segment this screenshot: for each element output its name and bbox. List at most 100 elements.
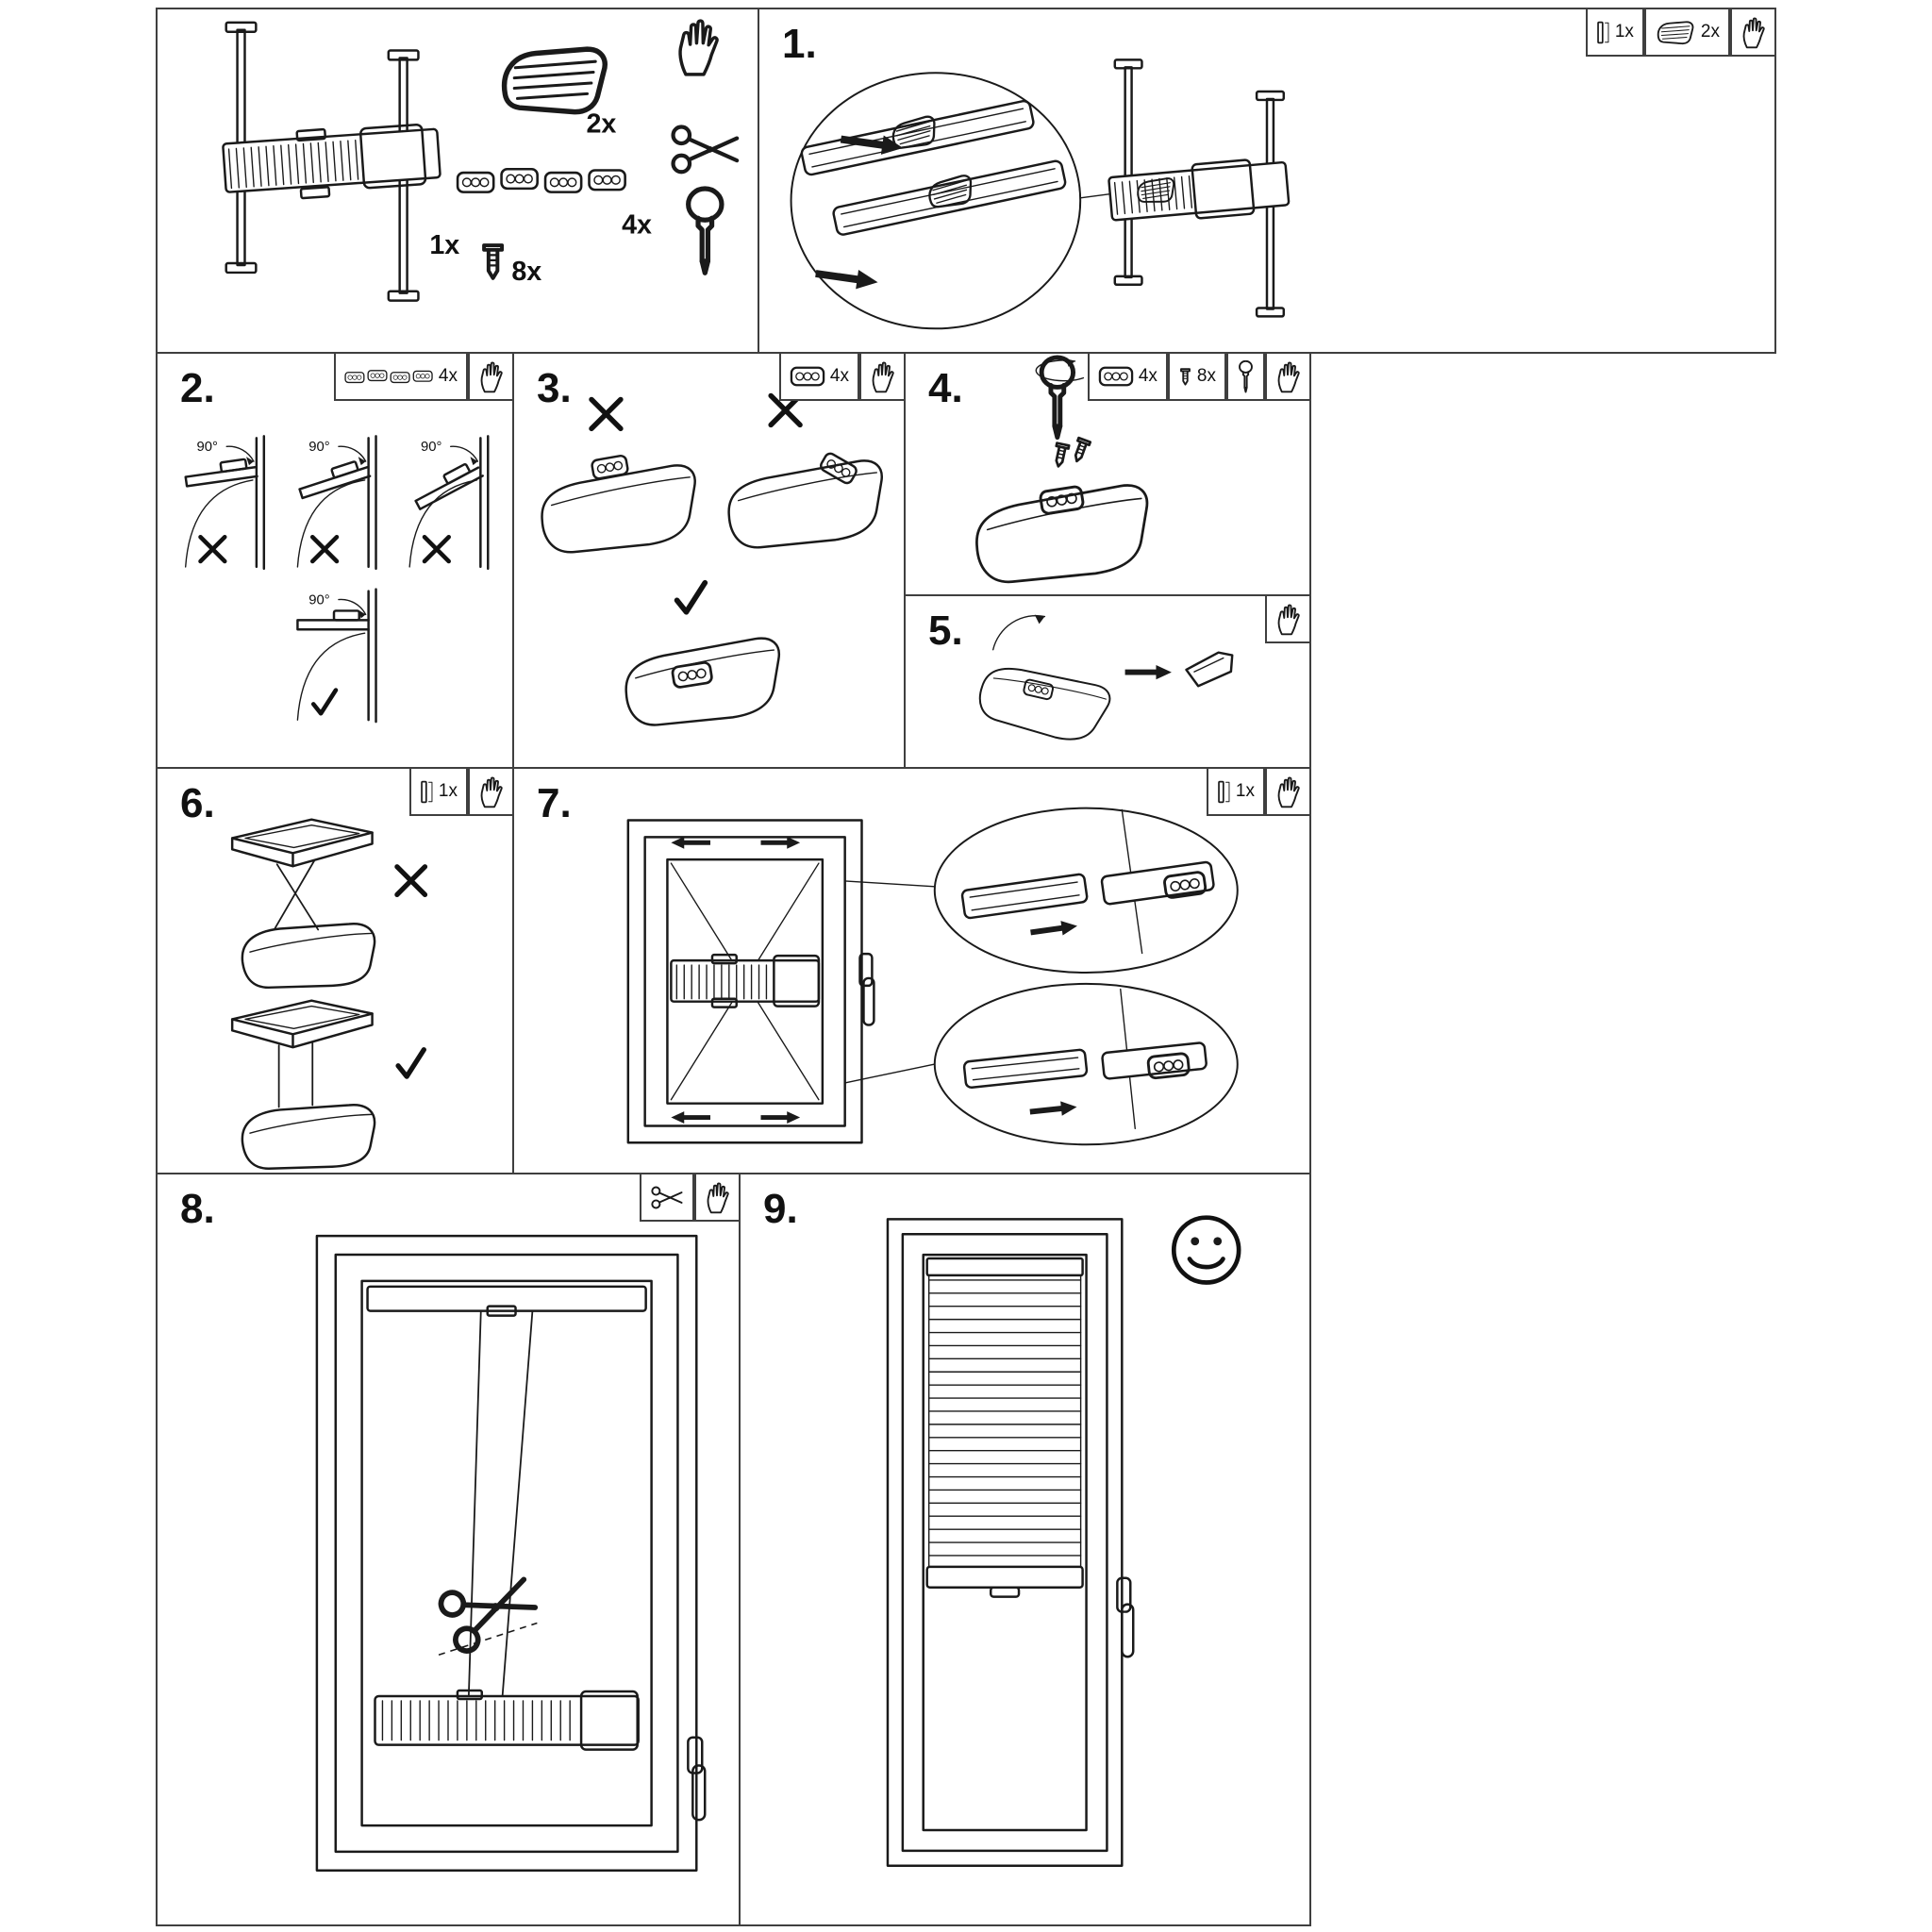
rotate-arrow bbox=[1035, 359, 1085, 382]
parts-overview-illustration: 1x 2x 4x 8x bbox=[222, 19, 758, 302]
step-number: 9. bbox=[763, 1186, 798, 1232]
step-materials: 4x bbox=[333, 352, 514, 401]
material-box bbox=[468, 352, 514, 401]
step-materials: 4x 8x bbox=[1087, 352, 1311, 401]
material-box bbox=[640, 1173, 694, 1222]
step-1-illustration bbox=[790, 58, 1291, 330]
step-8-panel: 8. bbox=[156, 1173, 741, 1926]
arrow-icon bbox=[671, 836, 710, 849]
qty-label: 4x bbox=[1138, 366, 1158, 386]
material-box bbox=[1226, 352, 1265, 401]
step-3-illustration bbox=[541, 354, 883, 726]
hand-icon bbox=[1277, 604, 1300, 635]
hand-icon bbox=[1277, 361, 1300, 392]
qty-label: 4x bbox=[438, 366, 458, 386]
end-cap bbox=[975, 484, 1149, 584]
material-box: 1x bbox=[1206, 767, 1265, 816]
clip-strip-icon bbox=[458, 169, 625, 192]
step-1-panel: 1. 1x 2x bbox=[758, 8, 1776, 354]
check-mark-icon bbox=[677, 583, 706, 612]
arrow-icon bbox=[760, 1111, 801, 1124]
clip-strip-icon bbox=[344, 369, 434, 384]
wrong-clip-position-2 bbox=[727, 450, 883, 549]
side-rail-icon bbox=[1597, 21, 1609, 43]
hand-icon bbox=[480, 776, 503, 808]
cut-line bbox=[438, 1622, 538, 1657]
step-number: 6. bbox=[180, 780, 215, 826]
tensioner-clip-icon bbox=[505, 49, 606, 111]
hand-icon bbox=[1742, 17, 1765, 48]
screwdriver-icon bbox=[1239, 359, 1253, 392]
window-cut-cords bbox=[315, 1234, 707, 1873]
parts-overview-panel: 1x 2x 4x 8x bbox=[156, 8, 759, 354]
material-box: 4x bbox=[333, 352, 468, 401]
qty-label: 4x bbox=[829, 366, 849, 386]
clip-icon bbox=[790, 366, 825, 387]
material-box bbox=[859, 352, 906, 401]
material-box: 8x bbox=[1167, 352, 1226, 401]
qty-label: 1x bbox=[1614, 22, 1634, 42]
material-box bbox=[1265, 767, 1311, 816]
scissors-icon bbox=[674, 126, 738, 172]
wrong-mounting-1: 90° bbox=[184, 435, 266, 571]
step-number: 8. bbox=[180, 1186, 215, 1232]
scissors-icon bbox=[651, 1186, 683, 1208]
step-6-illustration bbox=[230, 818, 512, 1171]
wrong-clip-position-1 bbox=[541, 454, 696, 554]
qty-label: 2x bbox=[1700, 22, 1720, 42]
step-7-illustration bbox=[626, 807, 1239, 1146]
material-box: 1x bbox=[408, 767, 468, 816]
hand-icon bbox=[1277, 776, 1300, 808]
screw-icon bbox=[482, 243, 505, 280]
tensioner-clip-icon bbox=[1657, 20, 1694, 44]
qty-label: 1x bbox=[1235, 781, 1255, 801]
blind-assembly bbox=[1108, 58, 1291, 318]
side-rail-icon bbox=[421, 780, 433, 803]
pleated-blind bbox=[927, 1279, 1082, 1557]
step-8-illustration bbox=[315, 1234, 707, 1873]
arrow-icon bbox=[1124, 664, 1172, 680]
qty-label: 2x bbox=[586, 109, 616, 140]
screwdriver-icon bbox=[689, 189, 722, 273]
step-3-panel: 3. 4x bbox=[512, 352, 906, 769]
arrow-icon bbox=[1029, 918, 1079, 941]
clip-icon bbox=[670, 660, 714, 690]
qty-label: 1x bbox=[438, 781, 458, 801]
material-box bbox=[468, 767, 514, 816]
material-box bbox=[1265, 352, 1311, 401]
angle-label: 90° bbox=[308, 440, 329, 455]
screwdriver-icon bbox=[1041, 358, 1073, 438]
rail-channels bbox=[800, 99, 1067, 236]
window-handle bbox=[687, 1736, 704, 1774]
step-4-illustration bbox=[975, 354, 1149, 584]
step-5-panel: 5. bbox=[904, 594, 1311, 769]
qty-label: 4x bbox=[622, 209, 652, 240]
step-7-panel: 7. 1x bbox=[512, 767, 1311, 1174]
side-rail-icon bbox=[1218, 780, 1230, 803]
correct-cord-assembly bbox=[230, 999, 376, 1171]
step-9-panel: 9. bbox=[739, 1173, 1311, 1926]
step-materials bbox=[640, 1173, 741, 1222]
wrong-mounting-2: 90° bbox=[296, 435, 377, 571]
angle-label: 90° bbox=[197, 440, 218, 455]
material-box bbox=[1730, 8, 1776, 57]
finished-window bbox=[886, 1218, 1135, 1868]
angle-label: 90° bbox=[421, 440, 441, 455]
qty-label: 8x bbox=[511, 257, 541, 287]
step-number: 7. bbox=[537, 780, 572, 826]
step-9-illustration bbox=[886, 1174, 1309, 1868]
step-materials: 1x 2x bbox=[1585, 8, 1776, 57]
hand-icon bbox=[707, 1182, 729, 1213]
material-box bbox=[694, 1173, 741, 1222]
bottom-bracket-zoom bbox=[933, 982, 1239, 1146]
angle-label: 90° bbox=[308, 593, 329, 608]
smiley-icon bbox=[1174, 1218, 1239, 1283]
scissors-icon bbox=[438, 1565, 541, 1655]
hand-icon bbox=[678, 19, 719, 76]
step-materials: 1x bbox=[1206, 767, 1311, 816]
end-cap bbox=[971, 644, 1115, 758]
material-box: 4x bbox=[778, 352, 859, 401]
material-box: 1x bbox=[1585, 8, 1644, 57]
material-box: 2x bbox=[1643, 8, 1730, 57]
